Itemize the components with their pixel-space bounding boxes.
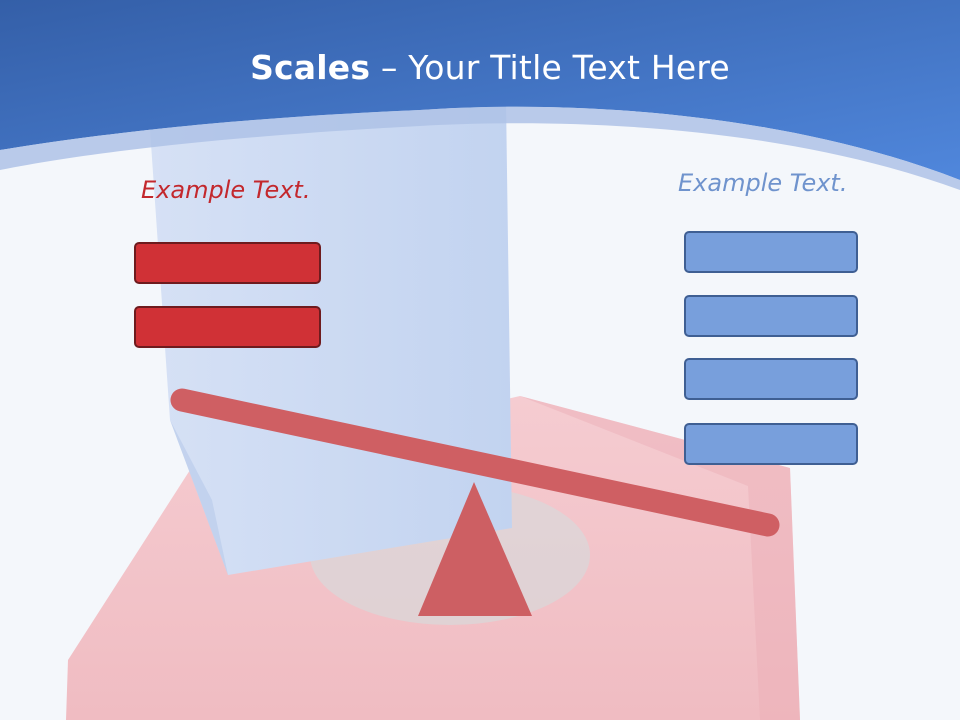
left-example-label: Example Text. [141,176,311,204]
right-example-label: Example Text. [678,169,848,197]
slide-title: Scales – Your Title Text Here [0,48,960,87]
right-bar-3[interactable] [684,358,858,400]
right-bar-2[interactable] [684,295,858,337]
header-band [0,0,960,190]
left-bar-1[interactable] [134,242,321,284]
title-bold: Scales [250,48,371,87]
right-bar-4[interactable] [684,423,858,465]
left-bar-2[interactable] [134,306,321,348]
seesaw-beam [170,388,780,537]
fulcrum-triangle-icon [418,482,532,616]
right-bar-1[interactable] [684,231,858,273]
title-rest: – Your Title Text Here [370,48,730,87]
